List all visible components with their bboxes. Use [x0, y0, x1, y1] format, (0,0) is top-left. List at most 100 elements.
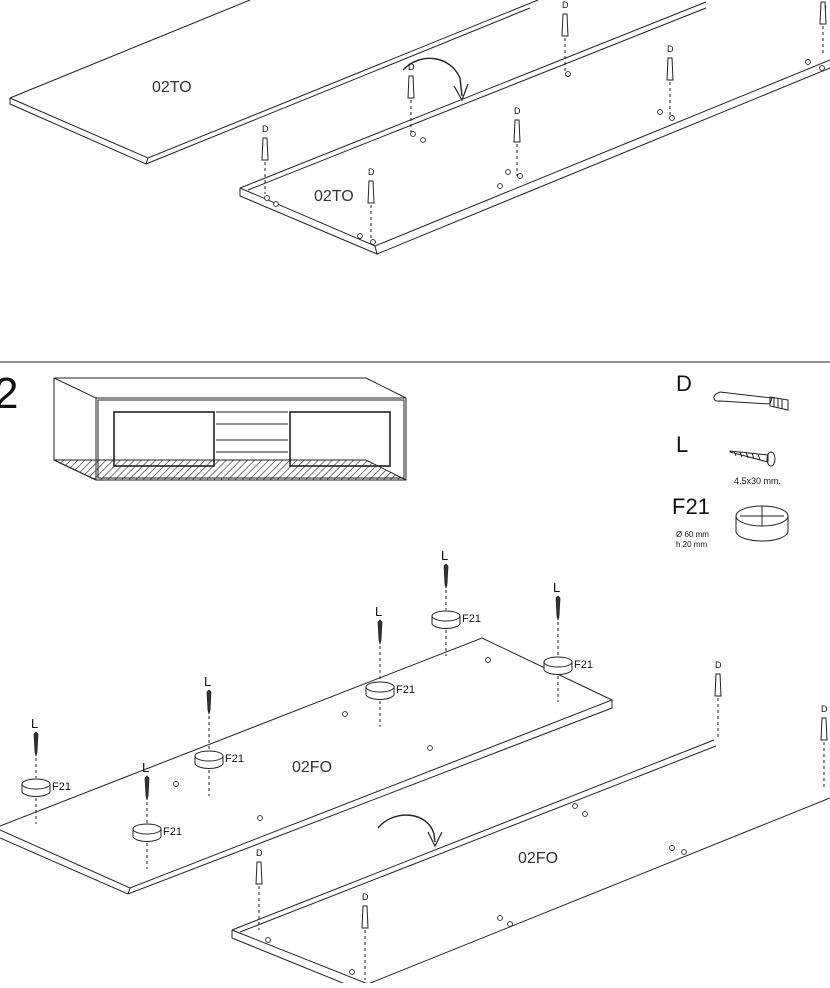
dowel-legend [713, 391, 789, 411]
legend-dowel-code: D [676, 371, 692, 396]
dowel-shape [820, 717, 828, 741]
dowel-marker: D [666, 44, 674, 116]
screw-shape [555, 595, 561, 621]
dowel-label: D [514, 106, 521, 116]
legend-foot-code: F21 [672, 494, 710, 519]
cabinet-thumbnail [53, 377, 407, 481]
foot-top [365, 681, 395, 693]
dowel-label: D [821, 704, 828, 714]
drill-hole [819, 65, 825, 71]
screw-shape [443, 563, 449, 589]
hardware-markers: DDDDDDDDDDDLF21LF21LF21LF21LF21LF21 [21, 0, 828, 980]
legend-screw-code: L [676, 432, 688, 457]
foot-top [543, 656, 573, 668]
flip-arrow-bottom [377, 814, 436, 843]
drill-hole [497, 915, 503, 921]
panel-label-bottom-lower: 02FO [518, 850, 558, 867]
dowel-marker: D [407, 62, 415, 132]
flip-arrow-top [402, 57, 463, 97]
foot-top [431, 610, 461, 622]
screw-label: L [204, 674, 211, 689]
screw-label: L [31, 716, 38, 731]
drill-hole [342, 711, 348, 717]
foot-label: F21 [462, 613, 481, 625]
drill-hole [410, 131, 416, 137]
screw-label: L [553, 580, 560, 595]
drill-hole [572, 803, 578, 809]
screw-shape [206, 689, 212, 715]
dowel-marker: D [714, 660, 722, 740]
drill-hole [681, 849, 687, 855]
foot-top [194, 750, 224, 762]
panel-label-bottom-upper: 02FO [292, 759, 332, 776]
drill-hole [657, 109, 663, 115]
dowel-shape [407, 75, 415, 99]
foot-top [21, 778, 51, 790]
drill-hole [507, 921, 513, 927]
dowel-label: D [256, 848, 263, 858]
dowel-label: D [362, 892, 369, 902]
dowel-label: D [408, 62, 415, 72]
foot-label: F21 [574, 659, 593, 671]
drill-hole [349, 969, 355, 975]
dowel-marker: D [255, 848, 263, 930]
screw-label: L [142, 760, 149, 775]
foot-label: F21 [52, 781, 71, 793]
foot-label: F21 [225, 753, 244, 765]
dowel-label: D [368, 167, 375, 177]
dowel-shape [666, 57, 674, 81]
screw-legend [729, 450, 776, 467]
dowel-label: D [667, 44, 674, 54]
dowel-shape [261, 137, 269, 161]
legend-foot-diameter: Ø 60 mm [676, 530, 709, 539]
drill-hole [273, 201, 279, 207]
dowel-label: D [715, 660, 722, 670]
dowel-shape [513, 119, 521, 143]
dowel-marker: D [513, 106, 521, 176]
legend-screw-size: 4.5x30 mm. [734, 476, 781, 486]
hardware-legend [713, 391, 789, 542]
dowel-marker: D [361, 892, 369, 980]
drill-hole [505, 169, 511, 175]
panel-top-upper [9, 0, 539, 165]
dowel-shape [367, 180, 375, 204]
drill-hole [420, 137, 426, 143]
dowel-marker: D [561, 0, 569, 72]
drill-hole [357, 233, 363, 239]
foot-marker: L F21 [194, 674, 244, 796]
screw-shape [33, 731, 39, 757]
foot-label: F21 [396, 684, 415, 696]
foot-marker: L F21 [543, 580, 593, 702]
step-number: 2 [0, 369, 18, 418]
drill-hole [669, 845, 675, 851]
dowel-label: D [262, 124, 269, 134]
dowel-marker: D [820, 704, 828, 790]
foot-marker: L F21 [365, 604, 415, 727]
dowel-label: D [562, 0, 569, 10]
panel-bottom-upper [0, 637, 614, 895]
panel-label-top-upper: 02TO [152, 79, 192, 96]
drill-hole [173, 781, 179, 787]
drill-hole [485, 657, 491, 663]
dowel-shape [561, 13, 569, 37]
drill-hole [582, 811, 588, 817]
drill-hole [669, 115, 675, 121]
screw-label: L [375, 604, 382, 619]
screw-shape [377, 619, 383, 645]
drill-hole [370, 239, 376, 245]
foot-label: F21 [163, 826, 182, 838]
drill-hole [264, 195, 270, 201]
foot-marker: L F21 [21, 716, 71, 824]
dowel-shape [255, 861, 263, 885]
dowel-marker: D [819, 1, 827, 55]
screw-label: L [441, 548, 448, 563]
drill-hole [805, 59, 811, 65]
drill-hole [257, 815, 263, 821]
drill-hole [265, 937, 271, 943]
drill-hole [517, 173, 523, 179]
drill-hole [565, 71, 571, 77]
panel-label-top-lower: 02TO [314, 188, 354, 205]
dowel-shape [361, 905, 369, 929]
dowel-marker: D [367, 167, 375, 240]
